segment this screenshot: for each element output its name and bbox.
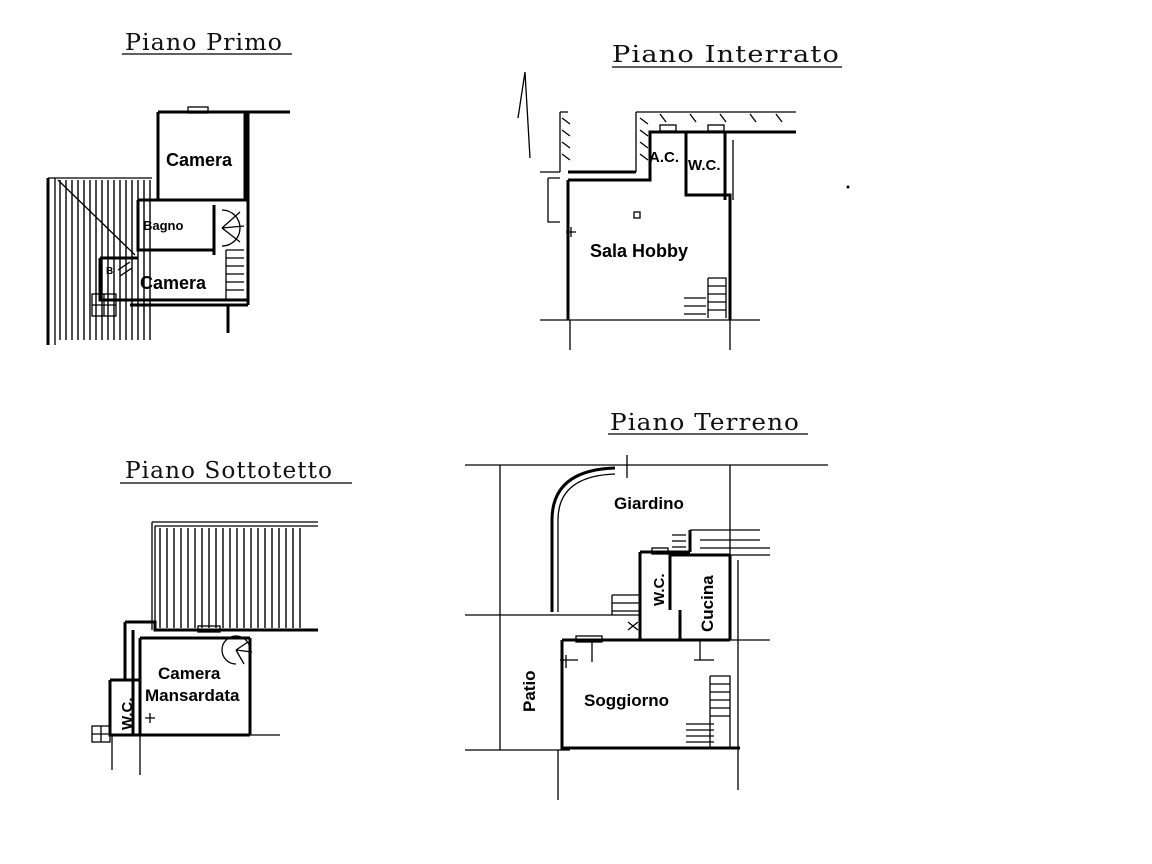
piano-terreno-plan: Piano Terreno Giardino W.C. Cucina Patio… <box>465 410 828 800</box>
interrato-wc-label: W.C. <box>688 157 721 174</box>
piano-sottotetto-title: Piano Sottotetto <box>125 458 333 484</box>
terreno-site-boundary <box>465 464 828 800</box>
primo-camera-bottom-walls <box>98 256 248 333</box>
terreno-window <box>651 547 669 555</box>
piano-primo-plan: Piano Primo Camera Bagno Camera B <box>46 30 292 345</box>
terreno-cucina-label: Cucina <box>698 575 717 632</box>
primo-hatched-area <box>46 177 152 345</box>
primo-bagno-label: Bagno <box>143 218 184 233</box>
sottotetto-window <box>197 625 221 633</box>
terreno-stair-top <box>611 534 686 615</box>
interrato-ac-label: A.C. <box>649 149 679 166</box>
sottotetto-walls <box>108 620 318 737</box>
interrato-sala-hobby-label: Sala Hobby <box>590 241 688 261</box>
terreno-stair-main <box>686 675 731 748</box>
interrato-window <box>707 124 725 132</box>
scan-speck <box>846 185 850 189</box>
terreno-patio-label: Patio <box>520 670 539 712</box>
sottotetto-wc-label: W.C. <box>119 698 136 731</box>
primo-window-top <box>187 106 209 114</box>
piano-interrato-plan: Piano Interrato A.C. W.C. Sala Hobby <box>517 42 842 350</box>
terreno-giardino-label: Giardino <box>614 494 684 513</box>
sottotetto-camera-label-1: Camera <box>158 664 221 683</box>
terreno-window-2 <box>575 635 603 643</box>
primo-b-mark: B <box>106 266 113 277</box>
interrato-earth-outline <box>559 111 796 172</box>
primo-camera-top-label: Camera <box>166 150 233 170</box>
interrato-stair <box>684 277 727 318</box>
sottotetto-camera-label-2: Mansardata <box>145 686 240 705</box>
primo-spiral-stair <box>221 209 245 247</box>
interrato-drain <box>633 211 641 219</box>
primo-bagno-walls <box>136 198 216 255</box>
piano-primo-title: Piano Primo <box>125 30 283 56</box>
sottotetto-spiral-stair <box>221 635 253 665</box>
interrato-window-2 <box>659 124 677 132</box>
primo-camera-bottom-label: Camera <box>140 273 207 293</box>
terreno-soggiorno-label: Soggiorno <box>584 691 669 710</box>
terreno-garden-curve <box>550 466 616 612</box>
interrato-walls <box>566 130 796 320</box>
sottotetto-hatched-roof <box>151 521 318 630</box>
piano-terreno-title: Piano Terreno <box>610 410 800 436</box>
north-arrow <box>517 71 531 159</box>
terreno-walls <box>560 530 740 750</box>
terreno-wc-label: W.C. <box>651 574 668 607</box>
piano-interrato-title: Piano Interrato <box>612 42 840 68</box>
piano-sottotetto-plan: Piano Sottotetto Camera Mansardata W.C. <box>91 458 352 775</box>
